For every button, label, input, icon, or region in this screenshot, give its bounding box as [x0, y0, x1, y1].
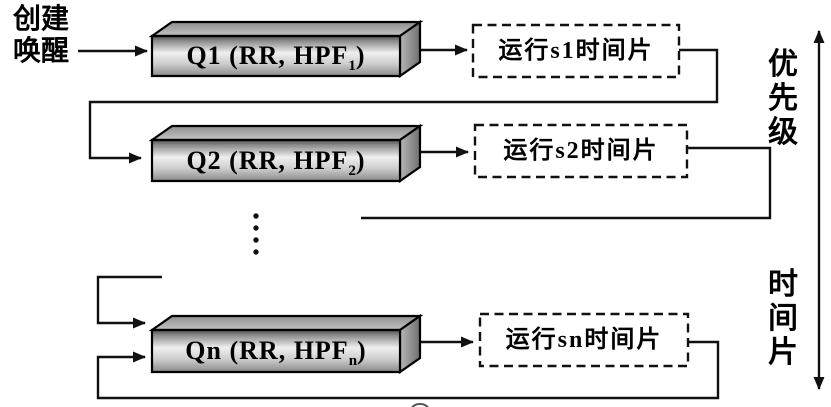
queue-qn-label: Qn (RR, HPFn) — [152, 330, 400, 372]
queue-box-qn-top-face — [148, 314, 424, 332]
queue-q1-text: Q1 (RR, HPF — [186, 41, 349, 70]
queue-box-qn-front-face — [150, 328, 402, 374]
run-s2-dashed-box — [473, 123, 689, 179]
create-wakeup-label: 创建 唤醒 — [2, 4, 80, 68]
upper-feedback-into-qn-line — [96, 275, 162, 329]
create-wakeup-line1: 创建 — [12, 4, 69, 35]
queue-box-q1-front-face — [150, 34, 402, 78]
queue-box-qn — [148, 313, 424, 375]
queue-qn-text: Qn (RR, HPF — [185, 336, 349, 365]
queue-qn-subscript: n — [348, 353, 358, 370]
queue-box-q2-top-face — [148, 124, 424, 142]
queue-box-q2 — [148, 123, 424, 184]
timeslice-axis-label: 时间片 — [768, 268, 798, 369]
queue-q2-close: ) — [355, 146, 366, 175]
run-sn-label: 运行sn时间片 — [505, 327, 663, 353]
queue-q1-label: Q1 (RR, HPF1) — [152, 36, 400, 76]
priority-axis-label: 优先级 — [768, 48, 798, 149]
queue-box-q1 — [148, 19, 424, 79]
queue-qn-close: ) — [357, 336, 367, 365]
queue-q2-text: Q2 (RR, HPF — [186, 146, 349, 175]
queue-q2-label: Q2 (RR, HPF2) — [152, 140, 400, 181]
run-sn-dashed-box — [478, 312, 690, 368]
s2-feedback-line-dangling — [361, 146, 772, 220]
run-s1-label: 运行s1时间片 — [498, 38, 654, 64]
sn-feedback-to-qn-line — [96, 340, 720, 400]
queue-q1-close: ) — [355, 41, 366, 70]
s1-feedback-to-q2-line — [88, 48, 719, 164]
create-wakeup-line2: 唤醒 — [12, 36, 69, 67]
queue-box-q1-top-face — [148, 20, 424, 38]
queue-box-q2-front-face — [150, 138, 402, 183]
queue-q1-subscript: 1 — [348, 58, 356, 75]
queue-q2-subscript: 2 — [348, 163, 356, 180]
run-s2-label: 运行s2时间片 — [503, 138, 659, 164]
ellipsis-dots — [253, 213, 259, 255]
cutoff-circle-glyph — [411, 403, 429, 407]
